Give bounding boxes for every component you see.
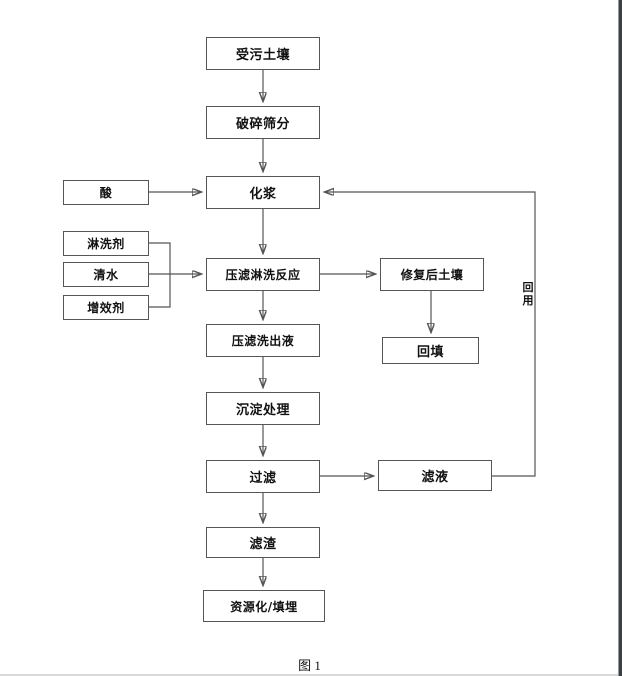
node-label: 破碎筛分	[235, 117, 290, 132]
node-label: 清水	[93, 268, 119, 282]
node-backfill[interactable]: 回填	[382, 337, 479, 364]
node-clean-water[interactable]: 清水	[63, 262, 149, 287]
node-label: 压滤洗出液	[231, 334, 295, 348]
node-label: 滤液	[421, 470, 449, 485]
node-acid[interactable]: 酸	[63, 180, 149, 205]
edge-label-recycle: 回用	[521, 281, 535, 307]
node-label: 滤渣	[249, 537, 277, 552]
node-washing-agent[interactable]: 淋洗剂	[63, 231, 149, 256]
edge-enhancer-bus	[149, 274, 171, 308]
node-slurrying[interactable]: 化浆	[206, 176, 320, 209]
node-label: 化浆	[249, 187, 277, 202]
node-label: 修复后土壤	[400, 268, 464, 282]
viewer-right-strip	[619, 0, 622, 676]
node-contaminated-soil[interactable]: 受污土壤	[206, 37, 320, 70]
node-label: 压滤淋洗反应	[225, 268, 301, 282]
node-remediated-soil[interactable]: 修复后土壤	[380, 258, 484, 291]
node-precipitation[interactable]: 沉淀处理	[206, 392, 320, 425]
figure-caption-text: 图 1	[298, 658, 321, 673]
node-filtrate[interactable]: 滤液	[378, 460, 492, 491]
node-label: 过滤	[249, 471, 277, 486]
node-enhancer[interactable]: 增效剂	[63, 295, 149, 320]
page-right-border	[618, 0, 619, 676]
edge-filtrate-recycle-to-slurry	[325, 192, 536, 477]
node-label: 淋洗剂	[87, 237, 125, 251]
node-label: 回填	[416, 345, 444, 360]
figure-caption: 图 1	[0, 655, 619, 674]
node-label: 酸	[99, 186, 113, 200]
page-bottom-edge	[0, 674, 619, 676]
node-label: 增效剂	[87, 301, 125, 315]
node-label: 沉淀处理	[235, 403, 290, 418]
edge-washing-agent-bus	[149, 242, 171, 274]
node-filter-residue[interactable]: 滤渣	[206, 527, 320, 558]
node-label: 资源化/填埋	[230, 599, 298, 614]
node-eluate[interactable]: 压滤洗出液	[206, 324, 320, 357]
node-crush-screen[interactable]: 破碎筛分	[206, 106, 320, 139]
node-label: 受污土壤	[235, 48, 290, 63]
node-resource-landfill[interactable]: 资源化/填埋	[203, 590, 325, 622]
edge-label-recycle-text: 回用	[522, 281, 534, 307]
node-filtration[interactable]: 过滤	[206, 460, 320, 493]
node-press-wash-reaction[interactable]: 压滤淋洗反应	[206, 258, 320, 291]
